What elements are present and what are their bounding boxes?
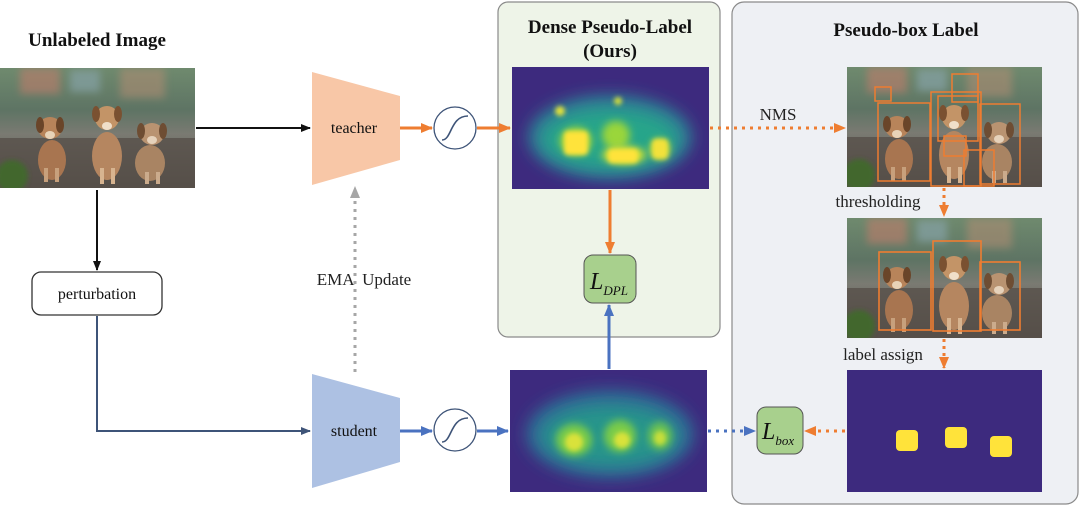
svg-text:Lbox: Lbox <box>761 419 794 448</box>
student-node: student <box>312 374 400 488</box>
ldpl-sub: DPL <box>602 283 628 298</box>
ldpl-loss-box: LDPL <box>583 254 637 304</box>
lbox-loss-box: Lbox <box>756 406 804 455</box>
label-assign-heatmap <box>847 370 1042 492</box>
dense-pseudo-label-subtitle: (Ours) <box>583 41 637 62</box>
label-assign-label: label assign <box>843 345 923 364</box>
nms-label: NMS <box>760 105 797 124</box>
unlabeled-image <box>0 68 195 192</box>
student-heatmap <box>510 370 707 492</box>
ema-update-label: EMA Update <box>317 270 411 289</box>
dense-pseudo-label-title: Dense Pseudo-Label <box>528 17 692 38</box>
svg-text:LDPL: LDPL <box>589 269 628 298</box>
perturbation-label: perturbation <box>58 286 136 303</box>
nms-boxes-image <box>843 67 1042 191</box>
thresholding-label: thresholding <box>836 192 921 211</box>
lbox-sub: box <box>775 433 794 448</box>
student-label: student <box>331 423 378 440</box>
teacher-node: teacher <box>312 72 400 185</box>
lbox-main: L <box>761 419 775 445</box>
sigmoid-icon-student <box>433 408 477 452</box>
arrow-perturbation-to-student <box>96 316 311 435</box>
teacher-label: teacher <box>331 120 378 137</box>
sigmoid-icon-teacher <box>433 106 477 150</box>
unlabeled-image-title: Unlabeled Image <box>28 30 166 51</box>
ldpl-main: L <box>589 269 603 295</box>
thresholded-boxes-image <box>843 218 1042 342</box>
teacher-heatmap <box>512 67 709 189</box>
perturbation-node: perturbation <box>31 271 163 316</box>
pseudo-box-label-title: Pseudo-box Label <box>833 20 978 41</box>
